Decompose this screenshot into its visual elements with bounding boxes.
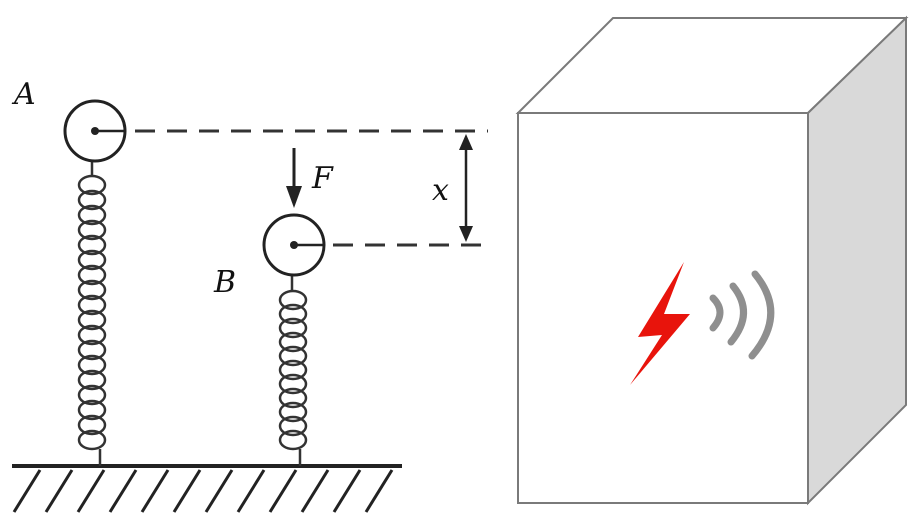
displacement-arrow	[459, 134, 473, 242]
ground-hatching	[12, 469, 394, 513]
spring-a	[77, 160, 107, 466]
label-b: B	[213, 265, 236, 300]
ball-a	[63, 99, 127, 163]
ball-b	[262, 213, 326, 277]
label-force: F	[311, 161, 334, 196]
spring-b	[278, 275, 308, 466]
lightning-bolt-icon	[630, 262, 690, 385]
label-displacement: x	[432, 173, 449, 208]
device-box	[515, 15, 909, 506]
wireless-signal-icon	[709, 270, 775, 360]
spring-diagram: A B F	[11, 77, 488, 513]
label-a: A	[11, 77, 36, 112]
force-arrow	[286, 148, 302, 208]
